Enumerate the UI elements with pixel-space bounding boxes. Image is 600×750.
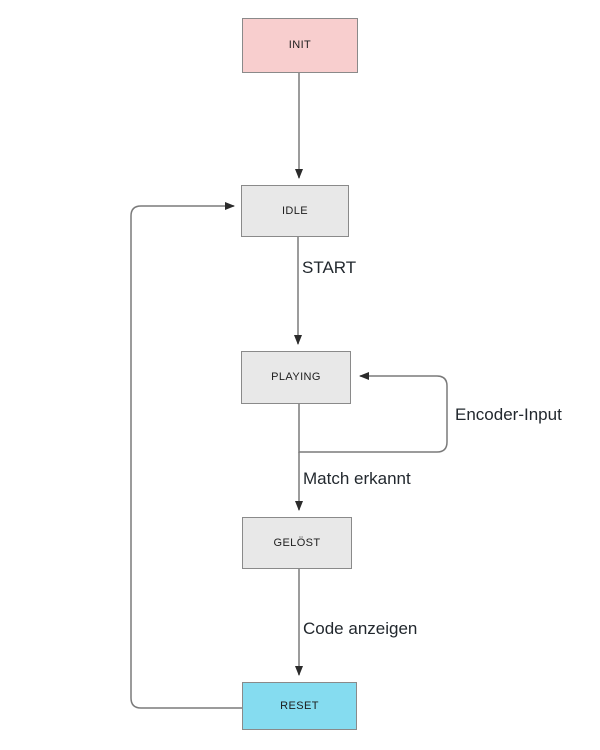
state-node-reset-label: RESET xyxy=(280,699,319,712)
state-node-init[interactable]: INIT xyxy=(242,18,358,73)
edge-label-code-anzeigen: Code anzeigen xyxy=(303,619,418,638)
state-node-init-label: INIT xyxy=(288,39,312,52)
state-node-geloest-label: GELÖST xyxy=(273,536,321,549)
state-node-geloest[interactable]: GELÖST xyxy=(242,517,352,569)
edge-label-start: START xyxy=(302,258,357,277)
state-node-playing[interactable]: PLAYING xyxy=(241,351,351,404)
edge-reset-to-idle xyxy=(130,202,242,709)
edge-label-match-erkannt: Match erkannt xyxy=(303,469,411,488)
edge-label-encoder-input: Encoder-Input xyxy=(455,405,562,424)
state-node-reset[interactable]: RESET xyxy=(242,682,357,730)
state-node-idle-label: IDLE xyxy=(281,204,309,217)
state-node-idle[interactable]: IDLE xyxy=(241,185,349,237)
state-node-playing-label: PLAYING xyxy=(271,371,321,384)
edge-playing-self-loop xyxy=(298,372,448,453)
